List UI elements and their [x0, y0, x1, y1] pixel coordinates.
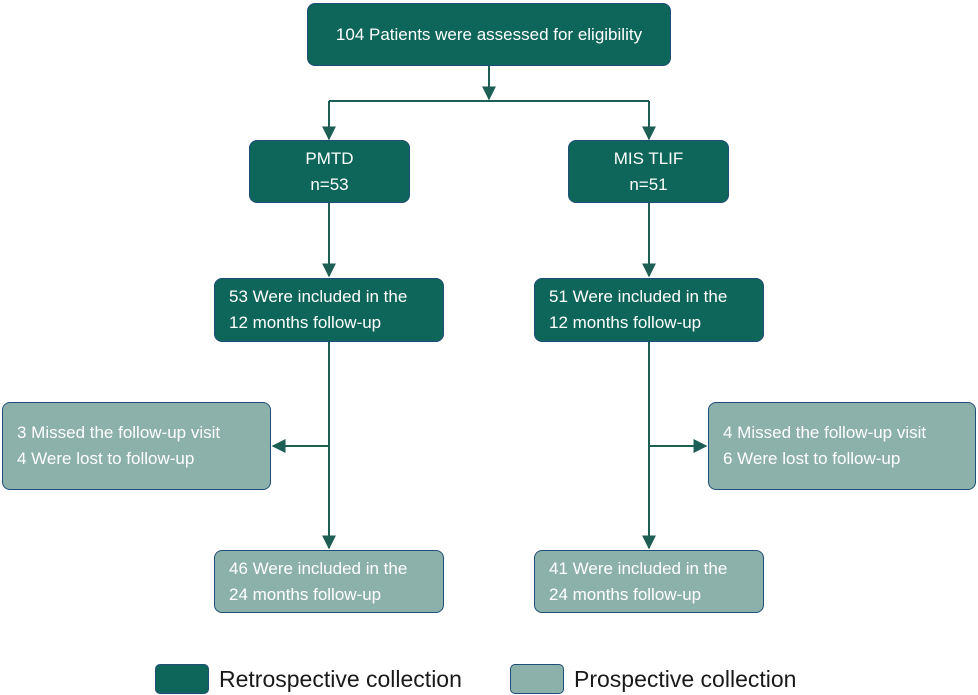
mistlif-included-12m-line2: 12 months follow-up — [549, 313, 702, 332]
mistlif-included-24m-line2: 24 months follow-up — [549, 584, 702, 604]
mistlif-excluded-box: 4 Missed the follow-up visit 6 Were lost… — [708, 402, 976, 490]
mistlif-included-24m-line1: 41 Were included in the — [549, 558, 728, 578]
pmtd-included-12m-box: 53 Were included in the 12 months follow… — [214, 278, 444, 342]
mistlif-included-12m-line1: 51 Were included in the — [549, 287, 728, 306]
pmtd-included-24m-line1: 46 Were included in the — [229, 558, 408, 578]
legend-swatch-retrospective — [155, 664, 209, 694]
pmtd-included-12m-line1: 53 Were included in the — [229, 287, 408, 306]
pmtd-included-12m-line2: 12 months follow-up — [229, 313, 382, 332]
mistlif-included-12m-box: 51 Were included in the 12 months follow… — [534, 278, 764, 342]
legend-swatch-prospective — [510, 664, 564, 694]
pmtd-missed-visit: 3 Missed the follow-up visit — [17, 423, 221, 442]
pmtd-lost-followup: 4 Were lost to follow-up — [17, 449, 195, 468]
pmtd-group-box: PMTD n=53 — [249, 140, 410, 203]
legend-label-retrospective: Retrospective collection — [219, 666, 462, 692]
eligibility-text: 104 Patients were assessed for eligibili… — [335, 24, 643, 44]
pmtd-excluded-box: 3 Missed the follow-up visit 4 Were lost… — [2, 402, 271, 490]
legend-label-prospective: Prospective collection — [574, 666, 797, 692]
pmtd-included-24m-line2: 24 months follow-up — [229, 584, 382, 604]
pmtd-group-name: PMTD — [305, 148, 354, 168]
mistlif-lost-followup: 6 Were lost to follow-up — [723, 449, 901, 468]
mistlif-group-box: MIS TLIF n=51 — [568, 140, 729, 203]
mistlif-group-name: MIS TLIF — [613, 148, 684, 168]
mistlif-included-24m-box: 41 Were included in the 24 months follow… — [534, 550, 764, 613]
pmtd-group-count: n=53 — [310, 174, 349, 194]
mistlif-missed-visit: 4 Missed the follow-up visit — [723, 423, 927, 442]
mistlif-group-count: n=51 — [629, 174, 668, 194]
eligibility-box: 104 Patients were assessed for eligibili… — [307, 3, 671, 66]
pmtd-included-24m-box: 46 Were included in the 24 months follow… — [214, 550, 444, 613]
